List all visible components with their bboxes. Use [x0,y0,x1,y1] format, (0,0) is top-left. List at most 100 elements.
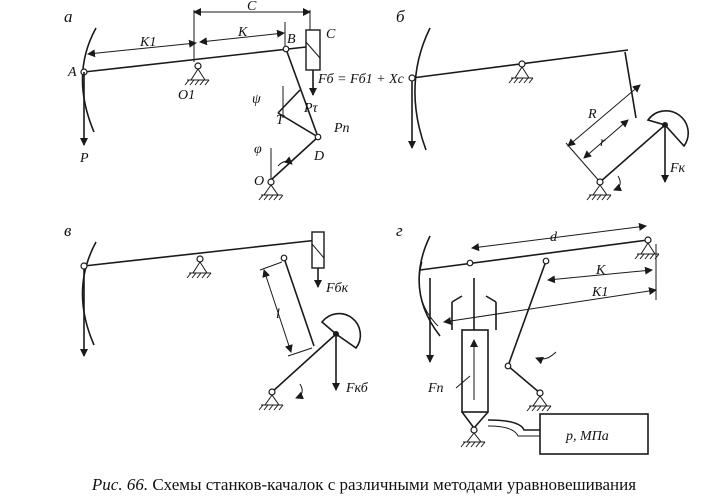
joint-v-A [80,262,88,270]
label-a-C: C [326,27,336,42]
joint-g-B [542,257,550,265]
dim-g-d [471,222,647,252]
crank-g [507,365,541,394]
fulcrum-v [186,255,212,279]
beam-counterweight-v-cross [311,243,325,259]
crank-counterweight-v [320,312,362,350]
label-a-O1: O1 [178,88,195,103]
air-pipe-g-2 [487,425,540,437]
air-receiver-g [539,413,649,455]
label-a-Fb: Fб = Fб1 + Xс [317,72,405,87]
ext-v-1 [259,261,283,271]
dim-g-K1 [443,287,657,325]
dim-b-r [583,119,629,159]
beam-counterweight-v [311,231,325,269]
crank-v [271,333,337,393]
phi-arc-a [277,156,293,167]
beam-v [83,239,319,267]
fulcrum-b [508,60,534,84]
label-g-K1: K1 [591,285,608,300]
mechanism-diagram: а K1 K C [64,0,689,455]
joint-b-crank [662,122,668,128]
crank-pivot-g [526,389,552,412]
figure-caption: Рис. 66. Схемы станков-качалок с различн… [0,470,728,503]
joint-a-D [314,133,322,141]
label-a-T: T [276,113,285,128]
label-a-Pn: Pп [333,121,350,136]
joint-v-crank [333,331,339,337]
panel-a-letter: а [64,7,73,26]
label-a-O: O [254,174,264,189]
joint-a-B [282,45,290,53]
pitman-b [624,51,637,119]
caption-prefix: Рис. 66. [91,475,149,494]
panel-b: б R r Fк [396,7,689,201]
pitman-v [283,257,315,347]
label-a-P: P [79,151,89,166]
label-a-A: A [67,65,77,80]
crank-b [599,124,666,183]
panel-g-letter: г [396,221,403,240]
label-a-K1: K1 [139,35,156,50]
dim-b-R [567,84,641,147]
label-v-Fbk: Fбк [325,281,349,296]
leader-g-Fp [455,375,471,389]
horsehead-v [81,241,97,346]
panel-a: а K1 K C [64,0,405,201]
air-pipe-g [487,419,540,431]
rotation-g [535,351,557,365]
fulcrum-g [634,236,660,260]
joint-g-D [504,362,512,370]
joint-b-A [408,74,416,82]
beam-g [419,239,649,271]
counterweight-a-cross [305,41,321,59]
label-g-d: d [550,230,558,245]
crank-a [270,136,319,181]
horsehead-b [414,27,431,151]
pitman-a [285,48,319,138]
horsehead-a [81,27,97,133]
pitman-g [507,260,547,367]
label-b-Fk: Fк [669,161,686,176]
crank-counterweight-b [646,110,689,148]
panel-b-letter: б [396,7,405,26]
rotation-v [295,383,304,400]
dim-g-K [547,266,653,284]
joint-v-B [280,254,288,262]
label-a-D: D [313,149,324,164]
crank-pivot-v [258,388,284,411]
label-a-phi: φ [254,142,262,157]
pitman-a-2 [277,89,301,114]
label-g-Fp: Fп [427,381,444,396]
caption-text: Схемы станков-качалок с различными метод… [152,475,637,494]
pneumatic-cylinder-g [451,278,497,429]
label-a-Cdim: C [247,0,257,14]
rotation-b [613,175,622,192]
dim-v-l [262,269,293,353]
dim-a-K1 [87,39,197,58]
label-a-B: B [287,32,296,47]
label-g-K: K [595,263,606,278]
crank-pivot-a-O [258,178,284,201]
dim-a-K [199,29,285,46]
ext-b-1 [565,142,601,183]
joint-g-1 [466,259,474,267]
panel-g: г d K K1 [396,221,660,455]
pitman-a-3 [277,112,319,138]
label-a-K: K [237,25,248,40]
panel-v: в l Fбк Fкб [64,221,369,411]
label-a-psi: ψ [252,92,261,107]
label-b-R: R [587,107,597,122]
beam-a [83,45,316,73]
crank-pivot-b [586,178,612,201]
label-b-r: r [600,135,606,150]
label-g-pressure: p, МПа [565,429,609,444]
label-v-Fkb: Fкб [345,381,369,396]
ext-v-2 [287,347,313,357]
cylinder-pivot-g [460,426,486,448]
label-a-Pt: Pτ [303,101,319,116]
panel-v-letter: в [64,221,72,240]
horsehead-g-inner [418,261,439,327]
fulcrum-a-O1 [184,62,210,86]
